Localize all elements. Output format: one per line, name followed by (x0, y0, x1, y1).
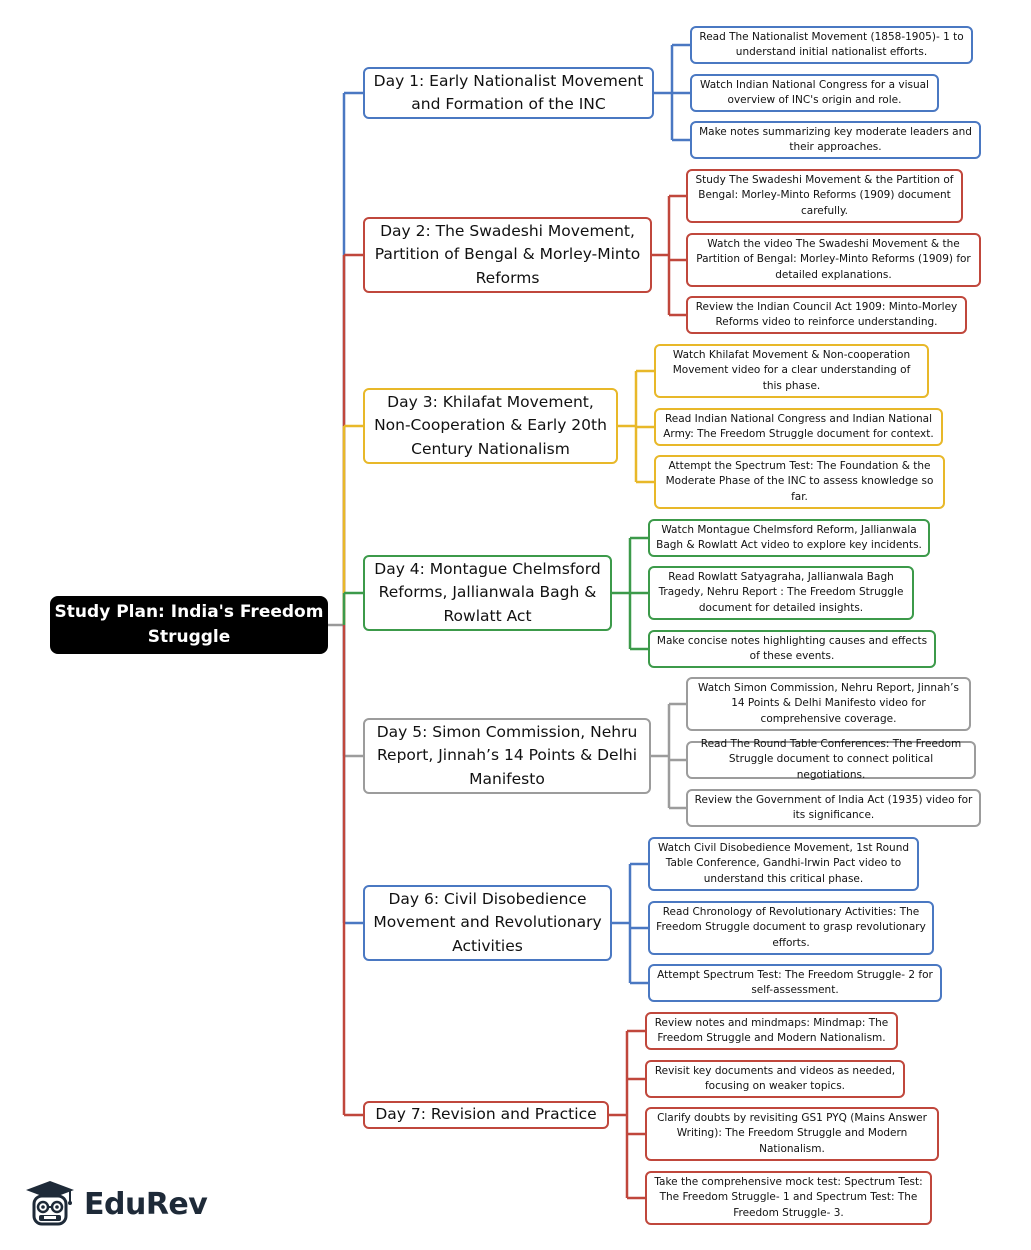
day-1-task-2: Watch Indian National Congress for a vis… (690, 74, 939, 112)
day-7-task-4: Take the comprehensive mock test: Spectr… (645, 1171, 932, 1225)
day-5-task-1: Watch Simon Commission, Nehru Report, Ji… (686, 677, 971, 731)
day-7-task-1: Review notes and mindmaps: Mindmap: The … (645, 1012, 898, 1050)
day-4-label: Day 4: Montague Chelmsford Reforms, Jall… (374, 559, 601, 625)
day-6-label: Day 6: Civil Disobedience Movement and R… (373, 889, 602, 955)
day-6-task-1: Watch Civil Disobedience Movement, 1st R… (648, 837, 919, 891)
day-2-node: Day 2: The Swadeshi Movement, Partition … (363, 217, 652, 293)
day-2-label: Day 2: The Swadeshi Movement, Partition … (374, 221, 641, 287)
day-6-task-2: Read Chronology of Revolutionary Activit… (648, 901, 934, 955)
day-2-task-1: Study The Swadeshi Movement & the Partit… (686, 169, 963, 223)
day-3-node: Day 3: Khilafat Movement, Non-Cooperatio… (363, 388, 618, 464)
day-3-label: Day 3: Khilafat Movement, Non-Cooperatio… (374, 392, 607, 458)
day-4-task-2: Read Rowlatt Satyagraha, Jallianwala Bag… (648, 566, 914, 620)
day-1-task-3: Make notes summarizing key moderate lead… (690, 121, 981, 159)
day-7-task-3: Clarify doubts by revisiting GS1 PYQ (Ma… (645, 1107, 939, 1161)
day-7-task-2: Revisit key documents and videos as need… (645, 1060, 905, 1098)
day-4-task-1: Watch Montague Chelmsford Reform, Jallia… (648, 519, 930, 557)
day-6-node: Day 6: Civil Disobedience Movement and R… (363, 885, 612, 961)
day-5-task-2: Read The Round Table Conferences: The Fr… (686, 738, 976, 781)
day-3-task-1: Watch Khilafat Movement & Non-cooperatio… (654, 344, 929, 398)
day-4-node: Day 4: Montague Chelmsford Reforms, Jall… (363, 555, 612, 631)
day-2-task-3: Review the Indian Council Act 1909: Mint… (686, 296, 967, 334)
root-title: Study Plan: India's Freedom Struggle (54, 602, 324, 647)
day-1-node: Day 1: Early Nationalist Movement and Fo… (363, 67, 654, 119)
day-3-task-2: Read Indian National Congress and Indian… (654, 408, 943, 446)
day-5-node: Day 5: Simon Commission, Nehru Report, J… (363, 718, 651, 794)
graduate-mascot-icon (26, 1181, 74, 1226)
day-5-label: Day 5: Simon Commission, Nehru Report, J… (376, 722, 638, 788)
day-5-task-3: Review the Government of India Act (1935… (686, 789, 981, 827)
day-2-task-2: Watch the video The Swadeshi Movement & … (686, 233, 981, 287)
root-node: Study Plan: India's Freedom Struggle (50, 596, 328, 654)
day-7-label: Day 7: Revision and Practice (375, 1105, 597, 1124)
day-6-task-3: Attempt Spectrum Test: The Freedom Strug… (648, 964, 942, 1002)
day-3-task-3: Attempt the Spectrum Test: The Foundatio… (654, 455, 945, 509)
day-1-task-1: Read The Nationalist Movement (1858-1905… (690, 26, 973, 64)
day-7-node: Day 7: Revision and Practice (363, 1101, 609, 1129)
day-4-task-3: Make concise notes highlighting causes a… (648, 630, 936, 668)
brand-name: EduRev (84, 1186, 208, 1222)
edurev-logo: EduRev (24, 1178, 208, 1230)
day-1-label: Day 1: Early Nationalist Movement and Fo… (373, 71, 644, 114)
